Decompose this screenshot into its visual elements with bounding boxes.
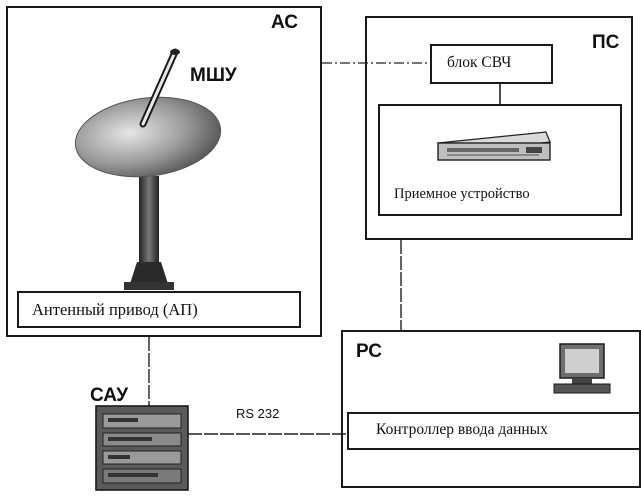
antenna-drive-box	[17, 291, 301, 328]
microwave-unit-box	[430, 44, 553, 84]
as-block-title: АС	[271, 12, 298, 33]
receiver-box	[378, 104, 622, 216]
computer-icon	[553, 343, 611, 394]
rs232-label: RS 232	[236, 406, 280, 421]
controller-label: Контроллер ввода данных	[376, 421, 548, 438]
lnb-label: МШУ	[190, 65, 237, 86]
controller-box	[347, 412, 641, 450]
lnb-feed-icon	[139, 48, 180, 128]
sau-title: САУ	[90, 385, 129, 406]
rs-block-title: РС	[356, 341, 382, 362]
receiver-label: Приемное устройство	[394, 186, 530, 202]
sau-device-icon	[95, 405, 189, 491]
receiver-device-icon	[437, 131, 551, 161]
antenna-mast-icon	[124, 176, 174, 290]
ps-block	[365, 16, 633, 240]
ps-block-title: ПС	[592, 32, 620, 53]
satellite-dish-icon	[74, 96, 222, 178]
rs-block	[341, 330, 641, 488]
microwave-unit-label: блок СВЧ	[447, 54, 512, 71]
antenna-drive-label: Антенный привод (АП)	[32, 300, 198, 319]
as-block	[6, 6, 322, 337]
